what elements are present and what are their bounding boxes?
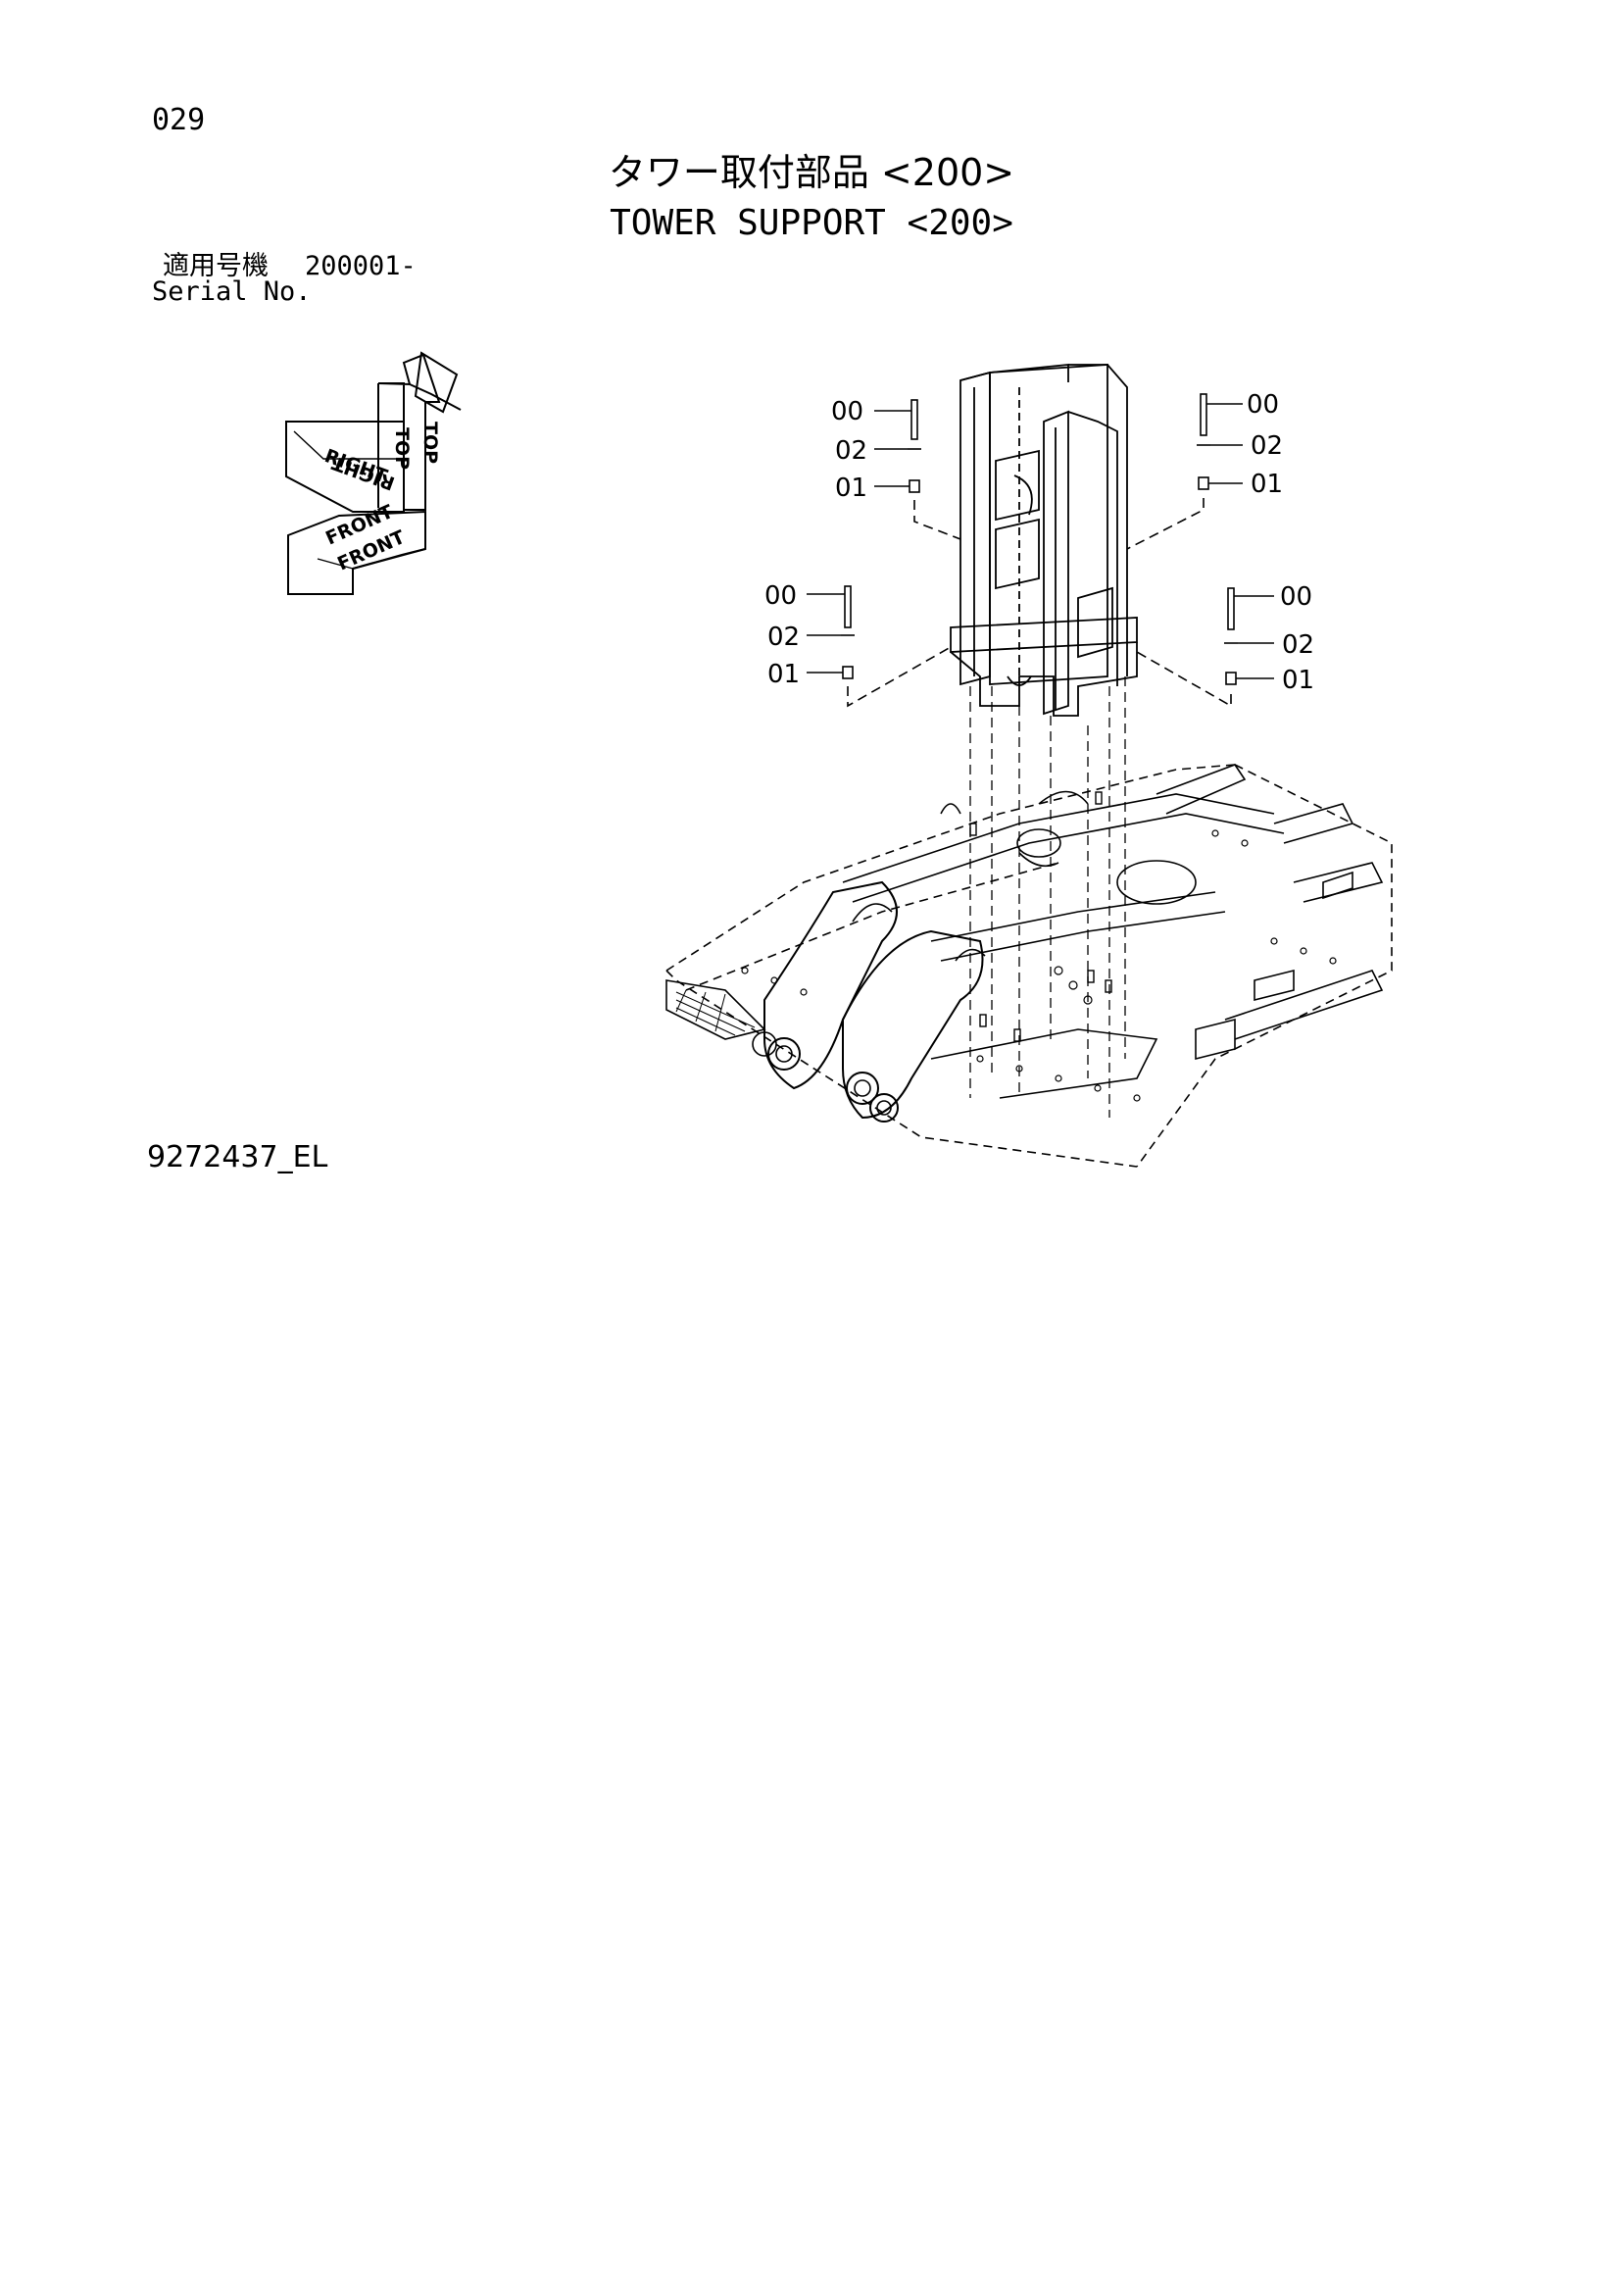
tower-support [950,364,1138,1118]
callout-lower-right-01: 01 [1282,666,1314,695]
main-frame [665,764,1393,1168]
callout-upper-right-01: 01 [1251,470,1283,499]
callout-labels: 00 02 01 00 02 01 00 02 01 00 02 01 [764,390,1314,695]
callout-upper-left-00: 00 [831,397,863,426]
orientation-cube: TOP TOP RIGHT RIGHT FRONT FRONT [285,351,462,595]
callout-lower-left-02: 02 [767,623,800,652]
serial-label-english: Serial No. [152,276,312,307]
callout-upper-right-02: 02 [1251,431,1283,461]
page-number: 029 [152,103,206,137]
bolt-stacks [807,393,1274,708]
step-grid [675,989,756,1036]
serial-range: 200001- [305,251,417,281]
callout-lower-right-02: 02 [1282,630,1314,660]
callout-upper-left-02: 02 [835,436,867,466]
callout-lower-left-01: 01 [767,660,800,689]
cube-label-top-1: TOP [419,422,441,464]
callout-upper-left-01: 01 [835,474,867,503]
page-title-english: TOWER SUPPORT <200> [610,203,1013,243]
serial-label-japanese: 適用号機 [163,251,269,281]
bolt-stack-lower-right [1136,587,1274,708]
callout-upper-right-00: 00 [1247,390,1279,420]
document-code: 9272437_EL [147,1140,328,1174]
page-title-japanese: タワー取付部品 <200> [608,151,1015,194]
callout-lower-left-00: 00 [764,581,797,611]
cube-label-top-2: TOP [391,427,413,470]
callout-lower-right-00: 00 [1280,582,1312,612]
bolt-stack-upper-right [1126,393,1243,550]
bolt-stack-lower-left [807,585,952,708]
bolt-stack-upper-left [874,399,961,540]
